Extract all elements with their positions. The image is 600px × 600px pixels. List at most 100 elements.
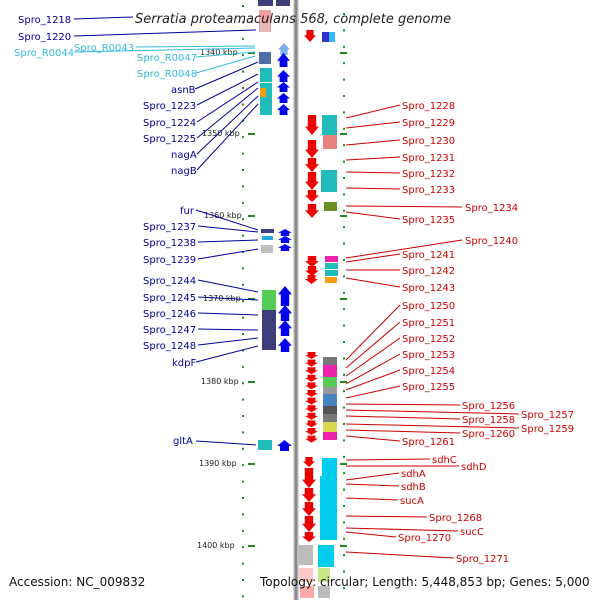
leader-line [345,472,400,481]
leader-line [345,139,401,146]
gene-label[interactable]: sucC [460,527,484,538]
rna-label[interactable]: Spro_R0044 [14,48,74,59]
reverse-arrow [305,374,318,382]
scale-tick [242,21,244,24]
leader-line [345,483,400,487]
gene-label[interactable]: Spro_1254 [402,366,455,377]
reverse-arrow [305,420,318,428]
gene-label[interactable]: Spro_1234 [465,203,518,214]
forward-arrow [277,70,290,82]
gene-label[interactable]: Spro_1245 [143,293,196,304]
gene-label[interactable]: Spro_1250 [402,301,455,312]
gene-label[interactable]: Spro_1235 [402,215,455,226]
gene-label[interactable]: asnB [171,85,196,96]
gene-label[interactable]: Spro_1260 [462,429,515,440]
scale-major-tick [248,298,255,300]
gene-label[interactable]: Spro_1270 [398,533,451,544]
gene-label[interactable]: Spro_1256 [462,401,515,412]
reverse-arrow [305,158,319,172]
gene-label[interactable]: nagB [171,166,197,177]
scale-tick [343,439,345,442]
gene-label[interactable]: Spro_1242 [402,266,455,277]
gene-label[interactable]: Spro_1238 [143,238,196,249]
scale-tick [343,554,345,557]
gene-label[interactable]: Spro_1225 [143,134,196,145]
gene-label[interactable]: gltA [173,436,193,447]
gene-label[interactable]: Spro_1268 [429,513,482,524]
leader-line [345,423,520,429]
gene-label[interactable]: sdhB [401,482,426,493]
feature-box [276,0,290,6]
leader-line [73,29,257,37]
scale-tick [242,169,244,171]
leader-line [197,279,259,293]
gene-label[interactable]: Spro_1259 [521,424,574,435]
gene-label[interactable]: Spro_1257 [521,410,574,421]
gene-label[interactable]: Spro_1232 [402,169,455,180]
scale-tick [343,242,345,245]
gene-label[interactable]: Spro_1233 [402,185,455,196]
gene-label[interactable]: Spro_1223 [143,101,196,112]
gene-label[interactable]: Spro_1243 [402,283,455,294]
gene-label[interactable]: sdhC [432,455,457,466]
scale-tick [242,382,244,385]
scale-tick [343,390,345,393]
forward-arrow [277,93,290,103]
gene-label[interactable]: fur [180,206,195,217]
feature-box [259,52,271,64]
scale-tick [343,570,345,573]
leader-line [195,209,259,231]
gene-label[interactable]: Spro_1218 [18,15,71,26]
gene-label[interactable]: Spro_1230 [402,136,455,147]
feature-box [320,502,337,540]
gene-label[interactable]: Spro_1255 [402,382,455,393]
leader-line [197,328,259,331]
leader-line [345,409,520,415]
reverse-arrow [305,382,318,390]
gene-label[interactable]: Spro_1247 [143,325,196,336]
scale-tick [242,513,244,516]
rna-label[interactable]: Spro_R0047 [137,53,197,64]
gene-label[interactable]: sdhD [461,462,487,473]
reverse-arrow [305,390,318,397]
leader-line [345,403,461,406]
gene-label[interactable]: sucA [400,496,424,507]
gene-label[interactable]: Spro_1241 [402,250,455,261]
gene-label[interactable]: kdpF [172,358,196,369]
gene-label[interactable]: sdhA [401,469,426,480]
gene-label[interactable]: Spro_1248 [143,341,196,352]
rna-label[interactable]: Spro_R0043 [74,43,134,54]
gene-label[interactable]: Spro_1246 [143,309,196,320]
feature-box [323,357,337,365]
gene-label[interactable]: Spro_1224 [143,118,196,129]
leader-line [197,296,259,301]
gene-label[interactable]: Spro_1258 [462,415,515,426]
leader-line [197,239,259,243]
scale-ticks-left [242,5,255,598]
gene-label[interactable]: Spro_1271 [456,554,509,565]
reverse-arrow [305,266,319,276]
feature-box [323,394,337,406]
feature-box [323,135,337,149]
scale-major-tick [340,52,347,54]
gene-label[interactable]: Spro_1251 [402,318,455,329]
gene-label[interactable]: Spro_1253 [402,350,455,361]
forward-arrow [277,440,292,451]
scale-tick [343,521,345,524]
gene-label[interactable]: Spro_1237 [143,222,196,233]
gene-label[interactable]: Spro_1228 [402,101,455,112]
gene-label[interactable]: Spro_1252 [402,334,455,345]
gene-label[interactable]: Spro_1261 [402,437,455,448]
feature-box [323,387,337,394]
scale-major-tick [340,381,347,383]
gene-label[interactable]: Spro_1229 [402,118,455,129]
gene-label[interactable]: Spro_1220 [18,32,71,43]
gene-label[interactable]: Spro_1244 [143,276,196,287]
feature-box [262,328,276,350]
gene-label[interactable]: Spro_1240 [465,236,518,247]
gene-label[interactable]: nagA [171,150,197,161]
rna-label[interactable]: Spro_R0048 [137,69,197,80]
gene-label[interactable]: Spro_1239 [143,255,196,266]
gene-label[interactable]: Spro_1231 [402,153,455,164]
left-gene-labels: Spro_1218 Spro_1220 Spro_R0043 Spro_R004… [14,15,197,447]
